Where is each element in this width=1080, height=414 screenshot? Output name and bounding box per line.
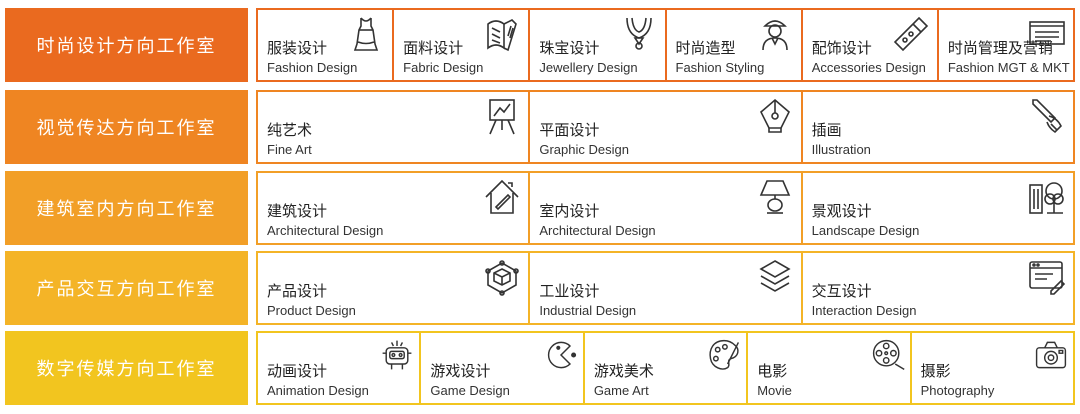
studio-row-visual: 视觉传达方向工作室 纯艺术 Fine Art 平面设计 Graphic Desi… — [5, 90, 1075, 164]
fabric-icon — [482, 14, 522, 54]
course-title-en: Landscape Design — [811, 223, 920, 238]
course-graphic-design[interactable]: 平面设计 Graphic Design — [530, 92, 803, 162]
course-title-en: Fine Art — [267, 142, 312, 157]
course-grid: 服装设计 Fashion Design 面料设计 Fabric Design 珠… — [256, 8, 1075, 82]
course-fashion-design[interactable]: 服装设计 Fashion Design — [258, 10, 395, 80]
course-title-zh: 景观设计 — [811, 202, 872, 220]
accessory-icon — [891, 14, 931, 54]
robot-icon — [379, 337, 415, 373]
course-title-zh: 服装设计 — [267, 39, 328, 57]
course-title-en: Fashion MGT & MKT — [947, 60, 1070, 75]
course-title-zh: 纯艺术 — [267, 121, 313, 139]
course-title-en: Photography — [920, 383, 995, 398]
course-industrial-design[interactable]: 工业设计 Industrial Design — [530, 253, 803, 323]
course-title-en: Accessories Design — [811, 60, 926, 75]
course-architectural-design[interactable]: 建筑设计 Architectural Design — [258, 173, 531, 243]
browser-pen-icon — [1027, 257, 1067, 297]
course-title-zh: 建筑设计 — [267, 202, 328, 220]
course-jewellery-design[interactable]: 珠宝设计 Jewellery Design — [530, 10, 667, 80]
studio-row-digital-media: 数字传媒方向工作室 动画设计 Animation Design 游戏设计 Gam… — [5, 331, 1075, 405]
course-title-zh: 交互设计 — [811, 282, 872, 300]
dress-icon — [346, 14, 386, 54]
tree-building-icon — [1027, 177, 1067, 217]
course-grid: 建筑设计 Architectural Design 室内设计 Architect… — [256, 171, 1075, 245]
course-grid: 产品设计 Product Design 工业设计 Industrial Desi… — [256, 251, 1075, 325]
pencil-hand-icon — [1027, 96, 1067, 136]
course-title-zh: 配饰设计 — [811, 39, 872, 57]
course-title-en: Jewellery Design — [539, 60, 638, 75]
necklace-icon — [619, 14, 659, 54]
course-title-zh: 动画设计 — [267, 362, 328, 380]
course-interior-design[interactable]: 室内设计 Architectural Design — [530, 173, 803, 243]
camera-icon — [1033, 337, 1069, 373]
course-fine-art[interactable]: 纯艺术 Fine Art — [258, 92, 531, 162]
course-title-zh: 平面设计 — [539, 121, 600, 139]
course-photography[interactable]: 摄影 Photography — [912, 333, 1073, 403]
course-title-zh: 插画 — [811, 121, 842, 139]
course-title-zh: 室内设计 — [539, 202, 600, 220]
film-reel-icon — [870, 337, 906, 373]
course-title-zh: 电影 — [757, 362, 788, 380]
course-title-en: Fabric Design — [403, 60, 484, 75]
palette-icon — [706, 337, 742, 373]
course-title-zh: 面料设计 — [403, 39, 464, 57]
course-movie[interactable]: 电影 Movie — [748, 333, 912, 403]
course-title-en: Product Design — [267, 303, 356, 318]
course-title-en: Architectural Design — [539, 223, 656, 238]
course-title-zh: 工业设计 — [539, 282, 600, 300]
course-animation-design[interactable]: 动画设计 Animation Design — [258, 333, 422, 403]
house-icon — [482, 177, 522, 217]
course-title-zh: 产品设计 — [267, 282, 328, 300]
course-title-zh: 珠宝设计 — [539, 39, 600, 57]
studio-row-fashion: 时尚设计方向工作室 服装设计 Fashion Design 面料设计 Fabri… — [5, 8, 1075, 82]
course-title-zh: 游戏设计 — [430, 362, 491, 380]
course-fabric-design[interactable]: 面料设计 Fabric Design — [394, 10, 531, 80]
document-icon — [1027, 14, 1067, 54]
stylist-icon — [755, 14, 795, 54]
course-title-zh: 游戏美术 — [593, 362, 654, 380]
course-title-en: Industrial Design — [539, 303, 637, 318]
pacman-icon — [543, 337, 579, 373]
course-illustration[interactable]: 插画 Illustration — [803, 92, 1073, 162]
course-grid: 纯艺术 Fine Art 平面设计 Graphic Design 插画 Illu… — [256, 90, 1075, 164]
studio-label-visual: 视觉传达方向工作室 — [5, 90, 248, 164]
course-game-art[interactable]: 游戏美术 Game Art — [585, 333, 749, 403]
course-title-en: Illustration — [811, 142, 871, 157]
cube-network-icon — [482, 257, 522, 297]
course-title-en: Fashion Styling — [675, 60, 765, 75]
layers-icon — [755, 257, 795, 297]
course-game-design[interactable]: 游戏设计 Game Design — [421, 333, 585, 403]
easel-icon — [482, 96, 522, 136]
course-title-zh: 时尚造型 — [675, 39, 736, 57]
course-fashion-styling[interactable]: 时尚造型 Fashion Styling — [667, 10, 803, 80]
studio-label-product: 产品交互方向工作室 — [5, 251, 248, 325]
course-fashion-mgt-mkt[interactable]: 时尚管理及营销 Fashion MGT & MKT — [939, 10, 1073, 80]
course-title-en: Animation Design — [267, 383, 369, 398]
course-grid: 动画设计 Animation Design 游戏设计 Game Design 游… — [256, 331, 1075, 405]
course-product-design[interactable]: 产品设计 Product Design — [258, 253, 531, 323]
course-title-en: Game Design — [430, 383, 510, 398]
pen-nib-icon — [755, 96, 795, 136]
studio-row-architecture: 建筑室内方向工作室 建筑设计 Architectural Design 室内设计… — [5, 171, 1075, 245]
course-title-en: Fashion Design — [267, 60, 358, 75]
course-title-en: Architectural Design — [267, 223, 384, 238]
lamp-icon — [755, 177, 795, 217]
course-title-en: Interaction Design — [811, 303, 917, 318]
course-title-en: Graphic Design — [539, 142, 629, 157]
studio-row-product: 产品交互方向工作室 产品设计 Product Design 工业设计 Indus… — [5, 251, 1075, 325]
course-title-en: Game Art — [593, 383, 649, 398]
course-accessories-design[interactable]: 配饰设计 Accessories Design — [803, 10, 939, 80]
studio-label-fashion: 时尚设计方向工作室 — [5, 8, 248, 82]
studio-label-architecture: 建筑室内方向工作室 — [5, 171, 248, 245]
course-title-zh: 摄影 — [920, 362, 951, 380]
course-interaction-design[interactable]: 交互设计 Interaction Design — [803, 253, 1073, 323]
course-title-en: Movie — [757, 383, 792, 398]
studio-label-digital-media: 数字传媒方向工作室 — [5, 331, 248, 405]
course-title-zh: 时尚管理及营销 — [947, 39, 1053, 57]
course-landscape-design[interactable]: 景观设计 Landscape Design — [803, 173, 1073, 243]
